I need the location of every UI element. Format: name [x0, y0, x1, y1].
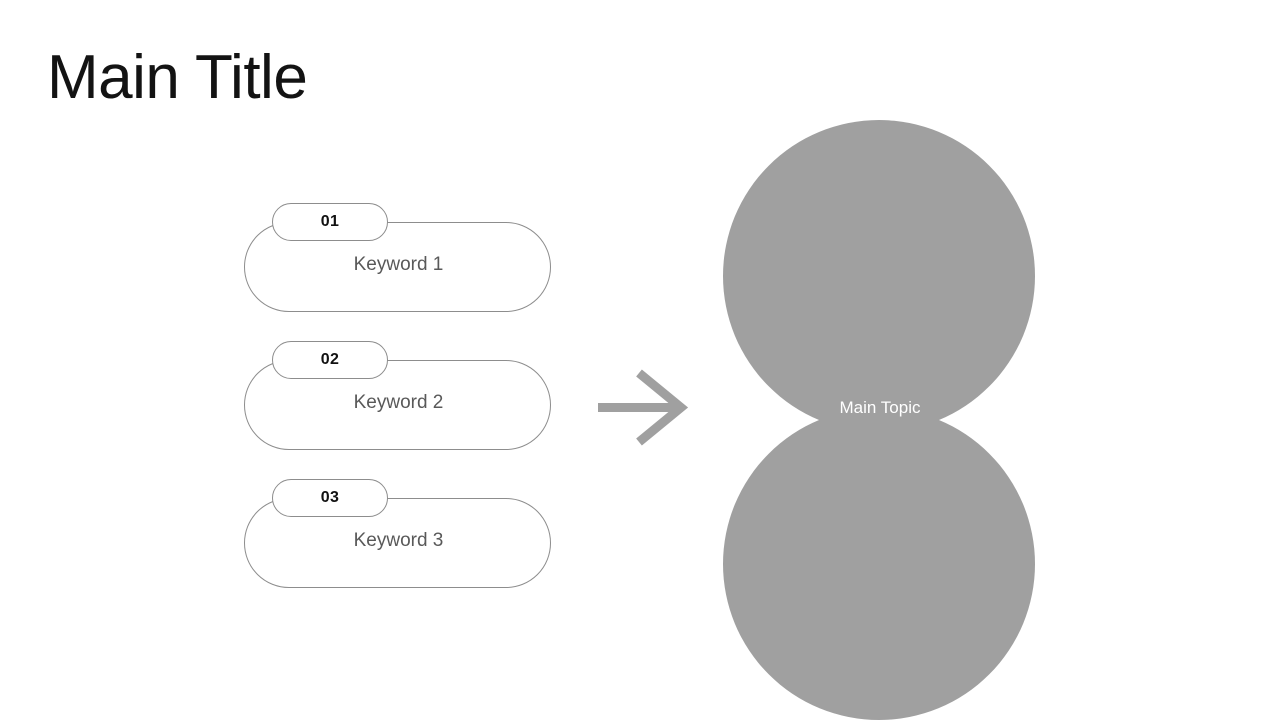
keyword-item-03[interactable]: Keyword 3 03: [244, 479, 551, 607]
keyword-item-01[interactable]: Keyword 1 01: [244, 203, 551, 331]
keyword-number-badge[interactable]: 01: [272, 203, 388, 241]
arrow-right-icon: [592, 366, 692, 450]
keyword-item-02[interactable]: Keyword 2 02: [244, 341, 551, 469]
keyword-label: Keyword 2: [353, 392, 444, 413]
main-topic-graphic[interactable]: Main Topic: [700, 110, 1060, 720]
page-title: Main Title: [47, 43, 308, 112]
keyword-number-badge[interactable]: 02: [272, 341, 388, 379]
keyword-number: 02: [320, 351, 340, 368]
keyword-number: 03: [320, 489, 340, 506]
keyword-number-badge[interactable]: 03: [272, 479, 388, 517]
topic-circle-top: [723, 120, 1035, 432]
keyword-number: 01: [320, 213, 340, 230]
keyword-label: Keyword 1: [353, 254, 444, 275]
topic-circle-bottom: [723, 408, 1035, 720]
keyword-label: Keyword 3: [353, 530, 444, 551]
keyword-list: Keyword 1 01 Keyword 2 02 Keyword 3 03: [244, 203, 564, 603]
main-topic-label: Main Topic: [839, 398, 921, 417]
